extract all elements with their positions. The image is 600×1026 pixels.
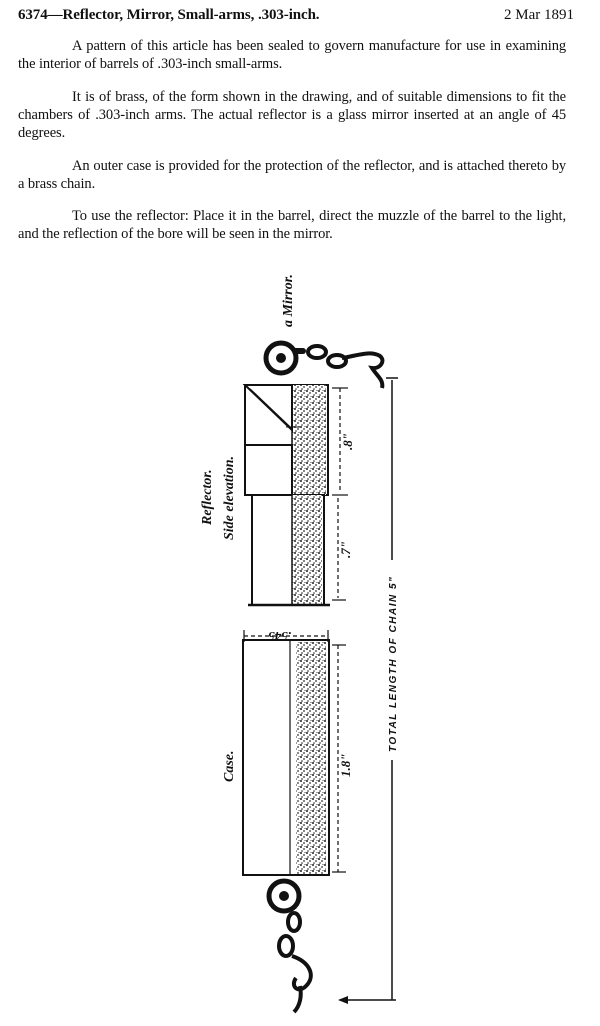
bottom-ring: [266, 878, 302, 914]
paragraph-construction: It is of brass, of the form shown in the…: [18, 89, 566, 141]
mirror-label: a Mirror.: [281, 274, 296, 327]
dim-case-width-label: .545: [268, 629, 291, 644]
reflector-body: [242, 384, 329, 496]
bottom-chain: [277, 911, 313, 1014]
dim-lower-label: .7": [338, 541, 353, 558]
chain-length-label: TOTAL LENGTH OF CHAIN 5": [388, 576, 399, 752]
top-chain: [306, 344, 385, 389]
paragraph-usage: To use the reflector: Place it in the ba…: [18, 208, 566, 242]
dim-case-length-label: 1.8": [338, 754, 353, 777]
case-dimensions: [243, 630, 346, 873]
reflector-label: Reflector.: [200, 469, 215, 526]
case-label: Case.: [222, 751, 237, 783]
article-date: 2 Mar 1891: [504, 7, 574, 23]
article-header: 6374—Reflector, Mirror, Small-arms, .303…: [18, 7, 574, 29]
top-ring: [263, 340, 306, 376]
dim-upper-label: .8": [340, 433, 355, 450]
reflector-lower: [248, 494, 330, 607]
reflector-dimensions: [337, 388, 341, 598]
chain-length-dimension: [338, 377, 398, 1004]
article-title: 6374—Reflector, Mirror, Small-arms, .303…: [18, 7, 320, 23]
side-elevation-label: Side elevation.: [222, 456, 237, 540]
paragraph-outer-case: An outer case is provided for the protec…: [18, 158, 566, 192]
paragraph-pattern: A pattern of this article has been seale…: [18, 38, 566, 72]
case-body: [242, 639, 330, 876]
